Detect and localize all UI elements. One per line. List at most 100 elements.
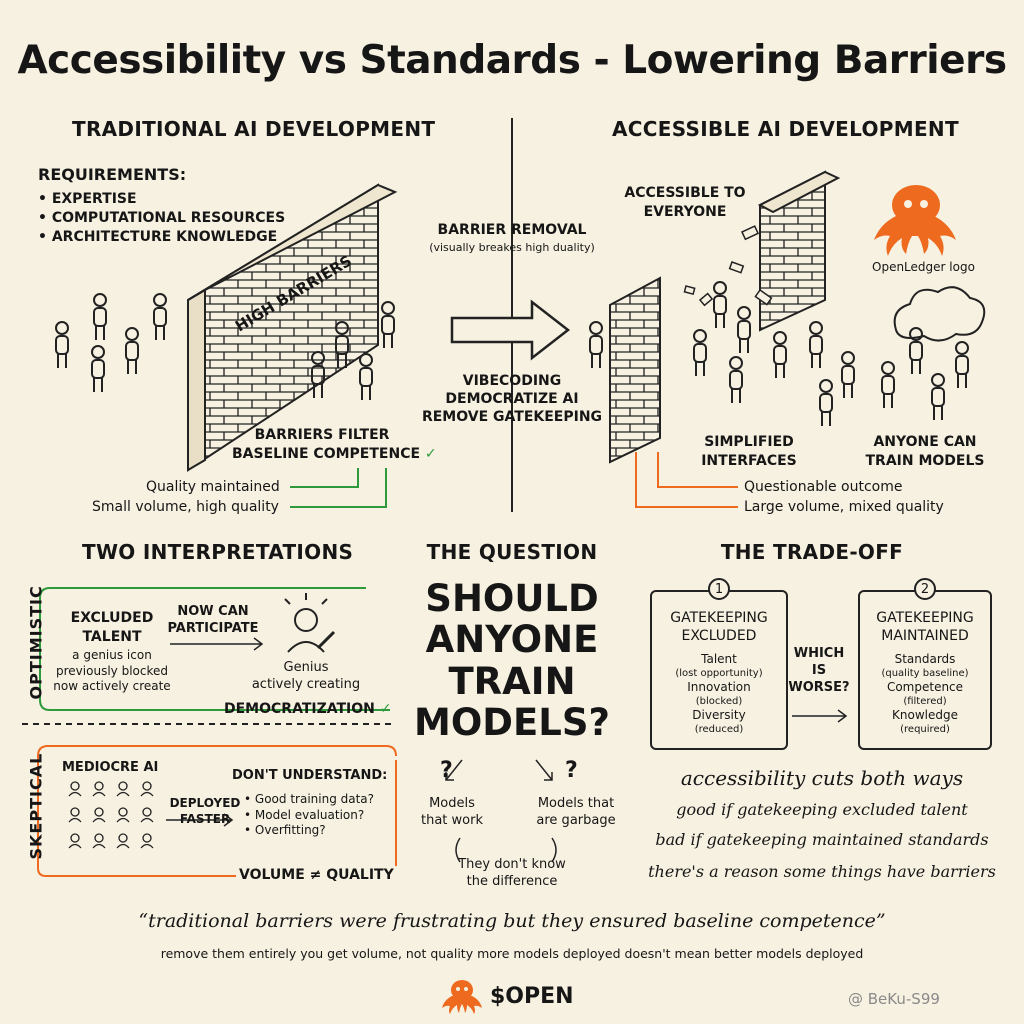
mediocre-ai-grid <box>68 781 154 849</box>
traditional-heading: TRADITIONAL AI DEVELOPMENT <box>72 117 436 141</box>
large-volume: Large volume, mixed quality <box>744 499 944 515</box>
which-line3: WORSE? <box>788 679 850 695</box>
requirement-item: EXPERTISE <box>38 190 285 209</box>
left-title-line1: GATEKEEPING <box>670 610 768 626</box>
check-icon: ✓ <box>379 701 392 717</box>
excluded-talent: EXCLUDED TALENT <box>62 609 162 647</box>
openledger-logo-icon <box>874 185 956 256</box>
barrier-removal-sub: (visually breakes high duality) <box>429 241 595 254</box>
right-title-line2: MAINTAINED <box>881 627 969 644</box>
left-item-name: Diversity <box>692 708 746 723</box>
requirement-item: COMPUTATIONAL RESOURCES <box>38 209 285 228</box>
maintained-card-items: Standards (quality baseline) Competence … <box>858 652 992 736</box>
genius-note: a genius icon previously blocked now act… <box>52 648 172 695</box>
quality-maintained: Quality maintained <box>146 479 280 495</box>
models-that-work: Models that work <box>412 796 492 830</box>
big-question-line: SHOULD <box>425 577 599 620</box>
garbage-line2: are garbage <box>536 812 616 828</box>
which-line1: WHICH <box>793 646 845 661</box>
accessible-everyone: ACCESSIBLE TO EVERYONE <box>620 184 750 222</box>
mediocre-ai-label: MEDIOCRE AI <box>62 760 159 775</box>
democratization-text: DEMOCRATIZATION <box>224 701 375 717</box>
anyone-line1: ANYONE CAN <box>873 434 977 450</box>
vibecoding-block: VIBECODING DEMOCRATIZE AI REMOVE GATEKEE… <box>412 372 612 427</box>
number-badge: 1 <box>708 578 730 600</box>
simplified-line2: INTERFACES <box>701 452 797 469</box>
deployed-faster: DEPLOYED FASTER <box>160 796 250 827</box>
work-line2: that work <box>421 812 483 828</box>
right-item-note: (quality baseline) <box>881 667 969 679</box>
genius-note-line3: now actively create <box>53 679 171 694</box>
handwritten-line3: bad if gatekeeping maintained standards <box>655 830 989 849</box>
requirements-label: REQUIREMENTS: <box>38 165 187 184</box>
now-can-line1: NOW CAN <box>177 604 249 619</box>
now-can-line2: PARTICIPATE <box>167 620 259 636</box>
left-item-name: Innovation <box>687 680 751 695</box>
requirement-item: ARCHITECTURE KNOWLEDGE <box>38 228 285 247</box>
question-mark-left: ? <box>440 758 453 783</box>
tradeoff-heading: THE TRADE-OFF <box>720 540 904 564</box>
deployed-line2: FASTER <box>179 811 231 826</box>
big-question-line: MODELS? <box>414 701 610 745</box>
genius-creating: Genius actively creating <box>246 660 366 694</box>
dont-understand-list: Good training data? Model evaluation? Ov… <box>244 792 374 839</box>
excluded-line1: EXCLUDED <box>70 610 154 626</box>
filter-line1: BARRIERS FILTER <box>254 427 390 443</box>
check-icon: ✓ <box>424 445 437 462</box>
question-item: Overfitting? <box>244 823 374 839</box>
filter-line2: BASELINE COMPETENCE <box>232 445 421 462</box>
now-can-participate: NOW CAN PARTICIPATE <box>158 604 268 638</box>
barrier-removal-title: BARRIER REMOVAL <box>437 222 587 238</box>
right-title-line1: GATEKEEPING <box>876 610 974 626</box>
know-line1: They don't know <box>458 857 566 872</box>
genius-note-line1: a genius icon <box>72 648 152 662</box>
left-item-name: Talent <box>701 652 737 666</box>
question-item: Good training data? <box>244 792 374 808</box>
right-item-note: (filtered) <box>903 695 947 707</box>
right-item-name: Competence <box>886 680 964 695</box>
left-title-line2: EXCLUDED <box>681 627 757 644</box>
democratization-label: DEMOCRATIZATION ✓ <box>224 700 391 719</box>
accessible-heading: ACCESSIBLE AI DEVELOPMENT <box>612 117 959 141</box>
big-arrow-icon <box>450 299 571 361</box>
skeptical-label: SKEPTICAL <box>26 752 46 860</box>
left-item-note: (blocked) <box>695 695 743 707</box>
optimistic-label: OPTIMISTIC <box>26 585 46 700</box>
thought-cloud-icon <box>893 286 986 342</box>
genius-line2: actively creating <box>251 676 361 692</box>
left-item-note: (lost opportunity) <box>675 667 763 679</box>
handwritten-line1: accessibility cuts both ways <box>680 766 964 790</box>
handwritten-line4: there's a reason some things have barrie… <box>648 862 996 881</box>
know-line2: the difference <box>466 873 558 889</box>
open-token-octopus-icon <box>442 980 482 1014</box>
which-is-worse: WHICH IS WORSE? <box>784 646 854 697</box>
left-item-note: (reduced) <box>694 723 744 735</box>
genius-note-line2: previously blocked <box>56 663 168 678</box>
barrier-filter-label: BARRIERS FILTER BASELINE COMPETENCE ✓ <box>232 426 437 464</box>
models-garbage: Models that are garbage <box>526 796 626 830</box>
dont-know-difference: They don't know the difference <box>442 857 582 891</box>
which-line2: IS <box>811 662 827 678</box>
vibe-line3: REMOVE GATEKEEPING <box>421 409 603 426</box>
big-question: SHOULD ANYONE TRAIN MODELS? <box>402 578 622 744</box>
logo-caption: OpenLedger logo <box>872 260 975 274</box>
excluded-line2: TALENT <box>82 628 142 645</box>
simplified-interfaces: SIMPLIFIED INTERFACES <box>694 433 804 471</box>
anyone-can-train: ANYONE CAN TRAIN MODELS <box>860 433 990 471</box>
question-item: Model evaluation? <box>244 808 374 824</box>
everyone-line2: EVERYONE <box>643 203 727 220</box>
high-barrier-wall <box>187 183 398 472</box>
right-item-note: (required) <box>900 723 950 735</box>
maintained-card-title: GATEKEEPING MAINTAINED <box>858 610 992 645</box>
work-line1: Models <box>429 796 475 811</box>
genius-icon <box>284 593 336 653</box>
right-item-name: Standards <box>894 652 956 666</box>
small-volume: Small volume, high quality <box>92 499 279 515</box>
open-token-label: $OPEN <box>490 984 574 1009</box>
number-badge: 2 <box>914 578 936 600</box>
questionable-outcome: Questionable outcome <box>744 479 903 495</box>
simplified-line1: SIMPLIFIED <box>704 434 794 450</box>
question-heading: THE QUESTION <box>426 540 598 564</box>
vibe-line1: VIBECODING <box>462 373 562 389</box>
